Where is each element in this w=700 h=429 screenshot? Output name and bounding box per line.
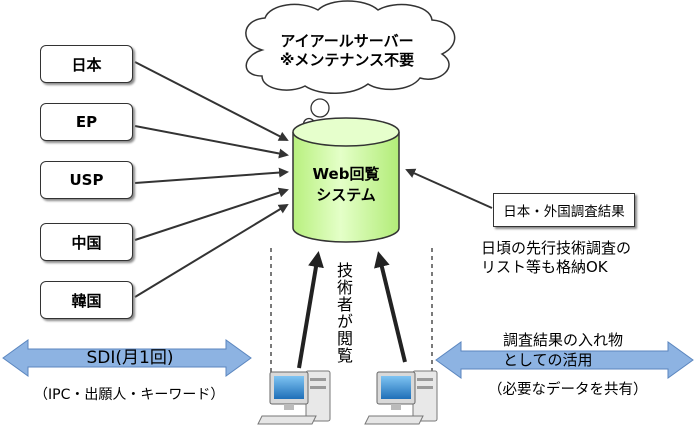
- source-label: USP: [69, 171, 104, 189]
- viewer-note: 技術者が閲覧: [334, 262, 353, 364]
- sdi-title: SDI(月1回): [86, 348, 174, 368]
- source-label: 中国: [71, 233, 102, 252]
- source-box-korea: 韓国: [40, 281, 133, 319]
- arrow-china: [134, 187, 289, 241]
- arrow-korea: [134, 203, 289, 298]
- sharing-line-2: としての活用: [503, 351, 593, 369]
- sharing-double-arrow: [435, 341, 694, 379]
- arrow-viewer-left: [297, 251, 324, 369]
- sharing-text: 調査結果の入れ物 としての活用: [503, 330, 623, 370]
- arrow-viewer-right: [374, 251, 407, 363]
- source-box-usp: USP: [40, 161, 133, 199]
- database-cylinder: [292, 117, 400, 243]
- source-box-china: 中国: [40, 223, 133, 261]
- database-line-2: システム: [316, 186, 376, 204]
- database-line-1: Web回覧: [312, 165, 380, 183]
- arrow-usp: [134, 167, 289, 184]
- results-note-line-2: リスト等も格納OK: [481, 258, 608, 276]
- computer-icon-right: [364, 370, 438, 425]
- results-box-label: 日本・外国調査結果: [503, 204, 625, 220]
- sharing-line-1: 調査結果の入れ物: [503, 331, 624, 349]
- database-label: Web回覧 システム: [298, 164, 394, 206]
- source-label: 韓国: [71, 291, 102, 310]
- arrow-results: [405, 168, 493, 209]
- source-box-japan: 日本: [40, 45, 133, 83]
- results-box: 日本・外国調査結果: [493, 193, 635, 227]
- cloud-line-1: アイアールサーバー: [280, 32, 414, 50]
- sdi-subtitle: （IPC・出願人・キーワード）: [34, 387, 225, 403]
- sharing-line-3: （必要なデータを共有）: [488, 382, 648, 398]
- arrow-ep: [134, 125, 289, 159]
- cloud-shape: [245, 0, 456, 94]
- cloud-bubble-large: [310, 98, 330, 118]
- sdi-double-arrow: [2, 339, 252, 377]
- source-label: EP: [75, 113, 98, 131]
- computer-icon-left: [257, 370, 331, 425]
- arrow-japan: [134, 61, 289, 141]
- results-note: 日頃の先行技術調査の リスト等も格納OK: [481, 239, 631, 277]
- results-note-line-1: 日頃の先行技術調査の: [481, 239, 632, 257]
- source-label: 日本: [71, 55, 102, 74]
- source-box-ep: EP: [40, 103, 133, 141]
- cloud-line-2: ※メンテナンス不要: [279, 51, 415, 69]
- cloud-text: アイアールサーバー ※メンテナンス不要: [272, 32, 422, 70]
